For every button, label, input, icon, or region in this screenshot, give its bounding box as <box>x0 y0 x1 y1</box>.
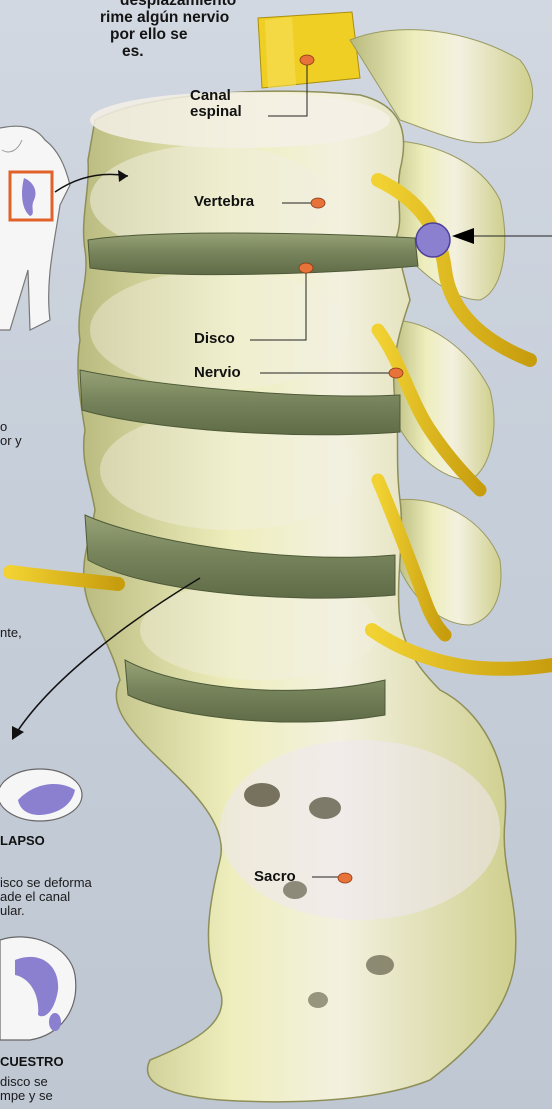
label-canal-espinal: Canal espinal <box>190 88 242 120</box>
colapso-title: LAPSO <box>0 833 45 848</box>
intro-line: desplazamiento <box>120 0 200 9</box>
side-text-a: o or y <box>0 420 22 448</box>
side-text-b: nte, <box>0 626 22 640</box>
disc-1 <box>88 233 418 275</box>
intro-line: es. <box>122 43 200 60</box>
label-nervio: Nervio <box>194 365 241 381</box>
body-figure-inset <box>0 126 70 330</box>
label-sacro: Sacro <box>254 869 296 885</box>
intro-text: desplazamiento rime algún nervio por ell… <box>0 0 200 60</box>
colapso-text: isco se deforma ade el canal ular. <box>0 876 92 918</box>
sequestration-disc-illustration <box>0 937 76 1040</box>
label-disco: Disco <box>194 331 235 347</box>
collapse-disc-illustration <box>0 769 82 821</box>
label-vertebra: Vertebra <box>194 194 254 210</box>
intro-line: por ello se <box>110 26 200 43</box>
secuestro-text: disco se mpe y se <box>0 1075 53 1103</box>
secuestro-title: CUESTRO <box>0 1054 64 1069</box>
intro-line: rime algún nervio <box>100 9 200 26</box>
herniated-disc-bulge <box>416 223 450 257</box>
